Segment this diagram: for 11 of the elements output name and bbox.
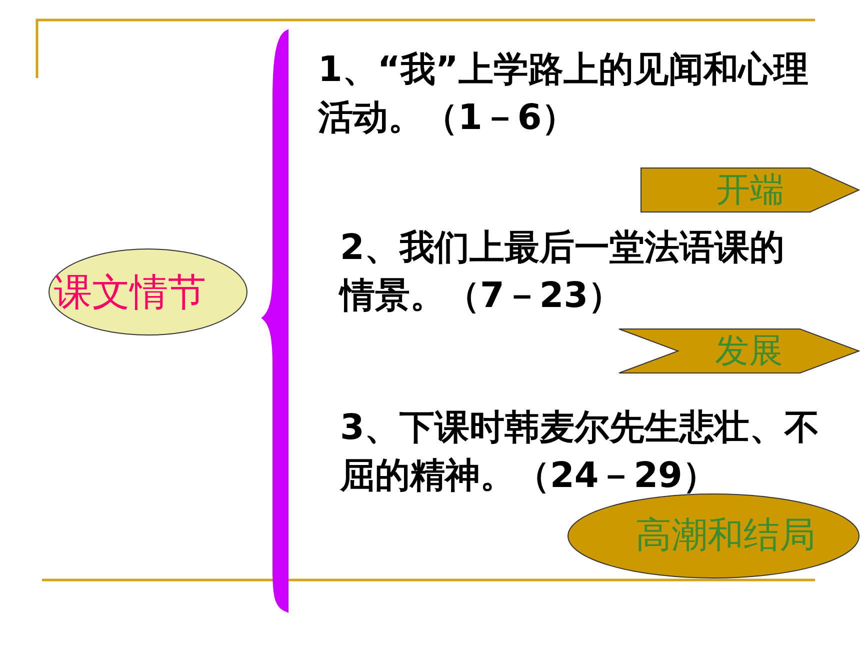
oval-box [48, 248, 248, 336]
text-paragraph: 2、我们上最后一堂法语课的情景。（7－23） [340, 227, 786, 318]
stage-label: 发展 [715, 334, 783, 368]
stage-label: 课文情节 [54, 273, 206, 311]
stage-label: 高潮和结局 [636, 518, 816, 554]
oval-box [567, 493, 860, 579]
stage-label: 开端 [716, 173, 784, 207]
chevron-box [618, 328, 860, 374]
text-paragraph: 1、“我”上学路上的见闻和心理活动。（1－6） [318, 49, 810, 140]
arrow-box [640, 167, 860, 213]
text-paragraph: 3、下课时韩麦尔先生悲壮、不屈的精神。（24－29） [340, 407, 820, 498]
